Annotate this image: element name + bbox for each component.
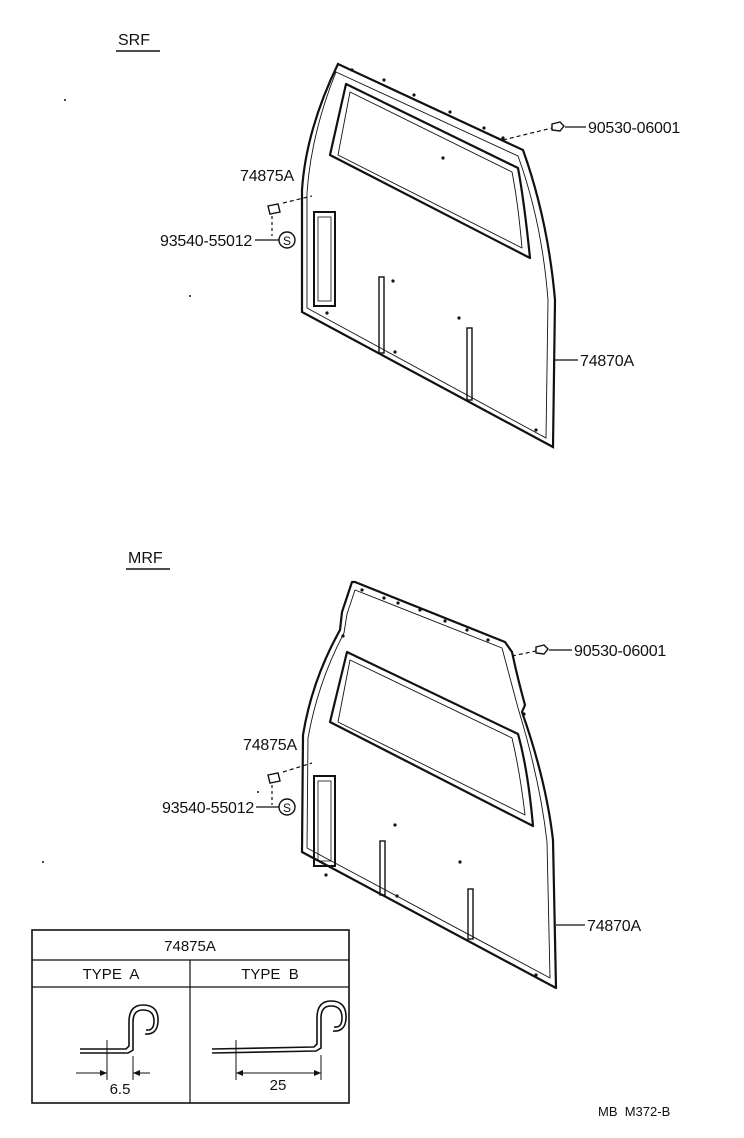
srf-title: SRF [118,32,150,49]
detail-table: 74875A TYPE A TYPE B 6.5 25 [31,929,350,1104]
type-b-dimension: 25 [270,1077,287,1094]
srf-screw-label: 93540-55012 [160,233,252,250]
detail-table-col-type-a: TYPE A [83,966,140,983]
figure-reference-code: MB M372-B [598,1104,670,1119]
mrf-board-panel [300,580,558,990]
mrf-bolt-icon [511,644,572,657]
mrf-clip-label: 74875A [243,737,297,754]
mrf-clip-icon [267,762,313,805]
srf-fastener-dots [64,68,538,432]
srf-screw-mark: S [283,234,291,248]
mrf-bolt-label: 90530-06001 [574,643,666,660]
mrf-title: MRF [128,550,163,567]
srf-board-label: 74870A [580,353,634,370]
srf-bolt-label: 90530-06001 [588,120,680,137]
mrf-screw-label: 93540-55012 [162,800,254,817]
srf-bolt-icon [502,121,586,141]
mrf-board-label: 74870A [587,918,641,935]
srf-clip-label: 74875A [240,168,294,185]
mrf-screw-icon [278,798,296,816]
srf-screw-icon [278,231,296,249]
detail-table-col-type-b: TYPE B [241,966,299,983]
srf-section: SRF [64,32,681,449]
detail-table-header: 74875A [164,938,216,955]
type-a-clip-drawing [76,1004,159,1080]
type-a-dimension: 6.5 [110,1081,131,1098]
mrf-section: MRF [42,550,667,990]
srf-clip-icon [267,195,313,236]
type-b-clip-drawing [211,1000,347,1080]
srf-board-panel [300,62,557,449]
mrf-fastener-dots [42,588,538,977]
mrf-screw-mark: S [283,801,291,815]
